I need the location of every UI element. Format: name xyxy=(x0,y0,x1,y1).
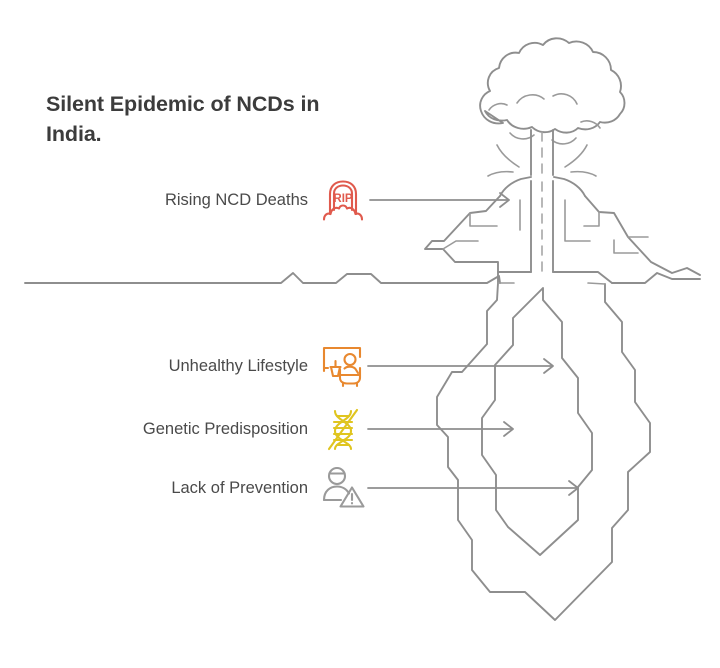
label-row-unhealthy-lifestyle[interactable]: Unhealthy Lifestyle xyxy=(0,346,366,388)
arrow-rising-ncd-deaths xyxy=(369,192,510,208)
eruption-column xyxy=(530,129,554,177)
volcano-mountain xyxy=(424,176,701,284)
arrow-unhealthy-lifestyle xyxy=(367,358,554,374)
label-lack-of-prevention: Lack of Prevention xyxy=(171,478,308,497)
submerged-iceberg xyxy=(436,282,651,621)
arrow-genetic-predisposition xyxy=(367,421,514,437)
lava-splashes xyxy=(487,144,597,177)
water-line xyxy=(24,272,701,284)
label-row-lack-of-prevention[interactable]: Lack of Prevention xyxy=(0,466,366,508)
dna-helix-icon xyxy=(327,408,359,451)
person-in-armchair-watching-screen-icon xyxy=(322,346,362,388)
label-row-genetic-predisposition[interactable]: Genetic Predisposition xyxy=(0,408,366,451)
arrow-lack-of-prevention xyxy=(367,480,579,496)
page-title: Silent Epidemic of NCDs in India. xyxy=(46,92,320,146)
person-with-warning-triangle-icon xyxy=(322,466,365,508)
label-rising-ncd-deaths: Rising NCD Deaths xyxy=(164,190,308,209)
label-genetic-predisposition: Genetic Predisposition xyxy=(142,419,308,438)
eruption-smoke-cloud xyxy=(479,37,626,145)
label-unhealthy-lifestyle: Unhealthy Lifestyle xyxy=(168,356,308,375)
tombstone-rip-text: RIP xyxy=(333,193,353,205)
tombstone-rip-icon: RIP xyxy=(322,180,364,221)
label-row-rising-ncd-deaths[interactable]: Rising NCD Deaths RIP xyxy=(0,180,366,221)
